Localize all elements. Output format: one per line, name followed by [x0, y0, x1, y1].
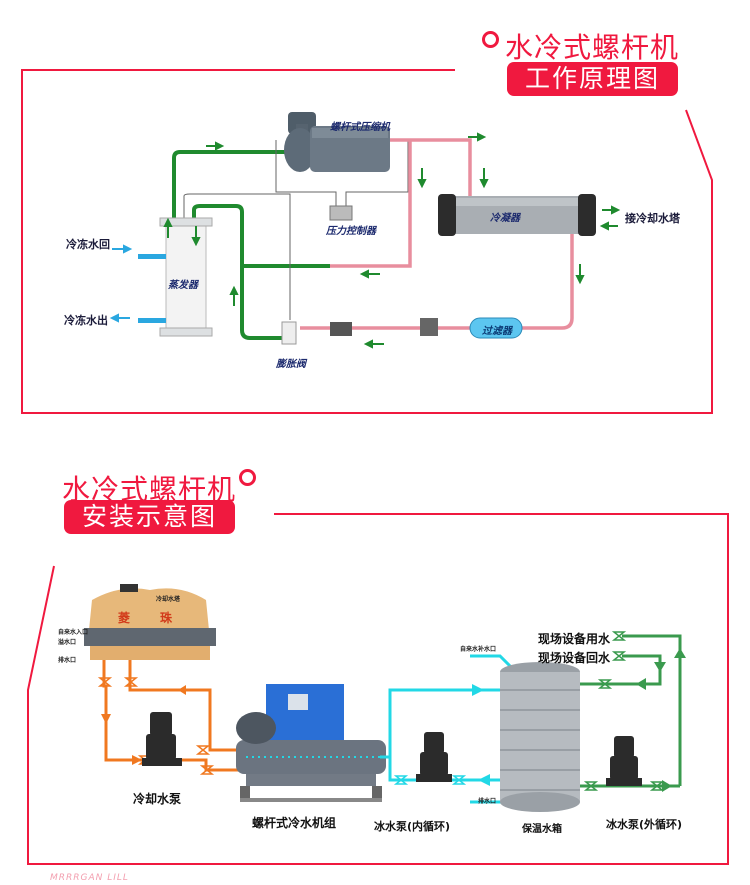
- condenser-label: 冷凝器: [490, 213, 520, 224]
- pressure-controller-box: [329, 205, 353, 221]
- expansion-valve: [281, 321, 297, 345]
- ice-pump-outer-label: 冰水泵(外循环): [606, 818, 683, 831]
- cooling-water-pump: [142, 712, 182, 766]
- ice-pump-inner-label: 冰水泵(内循环): [374, 820, 451, 833]
- orange-arrows: [101, 685, 186, 765]
- drain-tower-label: 排水口: [58, 657, 77, 664]
- cooling-tower: 菱 珠: [84, 584, 216, 660]
- expansion-valve-label: 膨胀阀: [276, 359, 306, 370]
- section1-title: 水冷式螺杆机: [505, 31, 680, 64]
- chiller-unit-label: 螺杆式冷水机组: [252, 816, 337, 830]
- filter-drier: [469, 317, 523, 339]
- screw-chiller-unit: [236, 684, 386, 802]
- title-ring-icon: [482, 31, 499, 48]
- cooling-pump-label: 冷却水泵: [133, 792, 182, 806]
- green-refrigerant-lines: [172, 150, 330, 340]
- chilled-water-return-label: 冷冻水回: [66, 238, 110, 251]
- condenser-arrows: [599, 205, 621, 231]
- drain-tank-label: 排水口: [478, 798, 497, 805]
- solenoid-valve: [420, 318, 438, 336]
- to-cooling-tower-label: 接冷却水塔: [625, 212, 680, 225]
- insulated-water-tank: [500, 662, 580, 812]
- footer-watermark: MRRRGAN LILL: [50, 873, 129, 883]
- cyan-arrows: [472, 684, 490, 786]
- overflow-label: 溢水口: [58, 639, 77, 646]
- tank-makeup-label: 自来水补水口: [460, 646, 497, 653]
- ice-water-pump-inner: [416, 732, 452, 782]
- sight-glass: [330, 322, 352, 336]
- green-arrows: [636, 648, 686, 792]
- flow-arrows: [163, 132, 585, 349]
- section2-badge: 安装示意图: [64, 500, 235, 534]
- valves-cyan: [393, 775, 467, 785]
- ice-water-pump-outer: [606, 736, 642, 786]
- filter-label: 过滤器: [482, 326, 512, 337]
- tower-brand-text: 菱: [118, 610, 130, 625]
- pressure-controller-label: 压力控制器: [326, 226, 376, 237]
- tap-water-inlet-label: 自来水入口: [58, 629, 89, 636]
- chilled-water-arrows: [109, 244, 133, 323]
- control-lines: [183, 140, 409, 320]
- title-ring-icon: [239, 469, 256, 486]
- site-return-label: 现场设备回水: [538, 651, 611, 665]
- site-supply-label: 现场设备用水: [538, 632, 611, 646]
- evaporator: [138, 217, 213, 337]
- condenser: [438, 194, 596, 236]
- section2-frame: [27, 513, 729, 865]
- principle-diagram: [109, 112, 621, 349]
- cyan-chilled-lines: [380, 654, 514, 804]
- section1-frame: [21, 69, 713, 414]
- compressor-label: 螺杆式压缩机: [330, 122, 390, 133]
- screw-compressor: [284, 112, 390, 172]
- insulated-tank-label: 保温水箱: [522, 824, 562, 835]
- section1-badge: 工作原理图: [507, 62, 678, 96]
- cooling-tower-label: 冷却水塔: [156, 596, 181, 603]
- svg-text:珠: 珠: [160, 610, 173, 625]
- evaporator-label: 蒸发器: [168, 280, 198, 291]
- chilled-water-out-label: 冷冻水出: [64, 314, 108, 327]
- pink-hot-lines: [300, 138, 574, 330]
- valves-green: [583, 631, 665, 791]
